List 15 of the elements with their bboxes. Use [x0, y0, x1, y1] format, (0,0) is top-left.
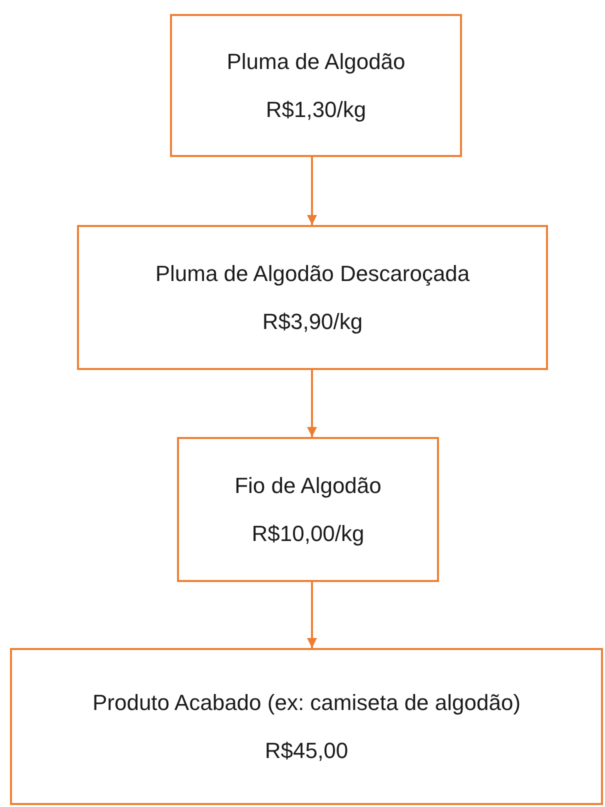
box-title: Pluma de Algodão Descaroçada [154, 260, 471, 288]
arrow [307, 370, 317, 437]
box-title: Pluma de Algodão [226, 48, 406, 76]
price-text: R$3,90/kg [261, 308, 364, 335]
process-box [170, 14, 462, 157]
arrow [307, 582, 317, 648]
price-text: R$10,00/kg [250, 520, 366, 547]
price-text: R$1,30/kg [264, 96, 368, 123]
box-title: Fio de Algodão [234, 472, 382, 500]
process-box [177, 437, 439, 582]
price-text: R$45,00 [264, 736, 350, 764]
process-box [10, 648, 603, 805]
process-box [77, 225, 548, 370]
arrow [307, 157, 317, 225]
box-title: Produto Acabado (ex: camiseta de algodão) [91, 689, 522, 716]
